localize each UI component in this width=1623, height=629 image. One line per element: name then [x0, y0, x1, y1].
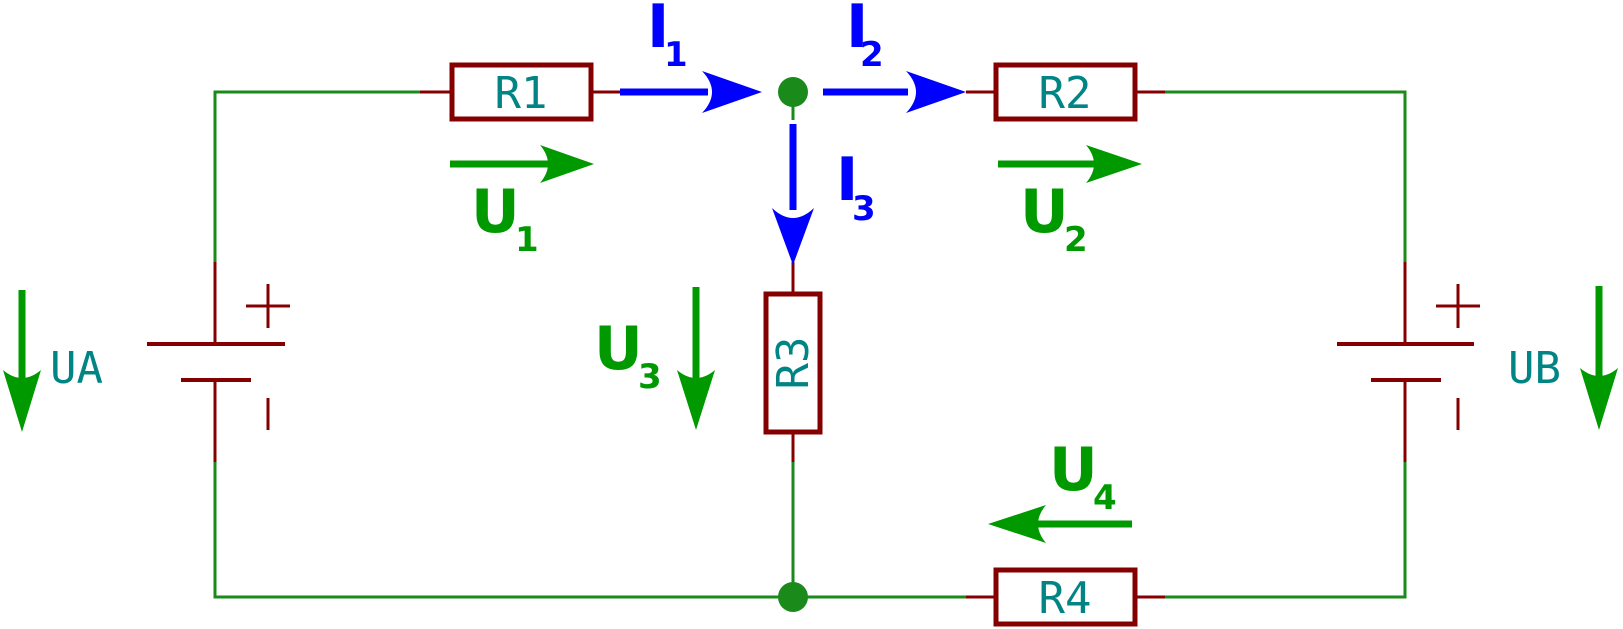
r1-label: R1	[495, 68, 548, 119]
battery-ua	[147, 342, 285, 382]
voltage-arrow-ua	[3, 290, 41, 432]
resistor-r2: R2	[993, 62, 1138, 122]
voltage-arrow-u4	[988, 505, 1132, 543]
r2-label: R2	[1039, 68, 1092, 119]
battery-ub-plus	[1436, 284, 1480, 328]
current-label-i3: I 3	[836, 145, 876, 229]
current-label-i1: I 1	[647, 0, 688, 75]
svg-text:U: U	[594, 314, 643, 384]
svg-text:U: U	[471, 177, 520, 247]
voltage-label-u2: U 2	[1020, 177, 1088, 260]
svg-text:2: 2	[860, 35, 884, 75]
svg-text:1: 1	[664, 35, 688, 75]
svg-text:1: 1	[515, 220, 539, 260]
component-leads	[213, 90, 1407, 599]
resistor-r3: R3	[763, 291, 823, 435]
svg-text:U: U	[1020, 177, 1069, 247]
current-arrow-i3	[772, 124, 814, 265]
wire-bottom-right	[1165, 462, 1407, 599]
svg-text:2: 2	[1064, 220, 1088, 260]
resistor-r4: R4	[993, 567, 1138, 627]
r4-label: R4	[1039, 573, 1092, 624]
voltage-arrow-u1	[450, 145, 594, 183]
voltage-arrow-ub	[1580, 286, 1618, 430]
svg-text:4: 4	[1093, 478, 1117, 518]
ub-label: UB	[1508, 343, 1561, 394]
voltage-label-u3: U 3	[594, 314, 662, 397]
current-arrow-i1	[620, 71, 762, 113]
svg-text:3: 3	[638, 357, 662, 397]
junction-bottom	[778, 582, 808, 612]
junction-top	[778, 77, 808, 107]
current-label-i2: I 2	[846, 0, 884, 75]
resistor-r1: R1	[449, 62, 594, 122]
svg-text:I: I	[647, 0, 669, 62]
svg-text:U: U	[1049, 435, 1098, 505]
wires	[213, 90, 1407, 599]
battery-ua-plus	[246, 284, 290, 328]
battery-ub	[1337, 342, 1474, 382]
svg-text:I: I	[846, 0, 868, 62]
voltage-label-u4: U 4	[1049, 435, 1117, 518]
wire-top-right	[1165, 90, 1407, 262]
voltage-label-u1: U 1	[471, 177, 539, 260]
wire-top-left	[213, 90, 420, 262]
voltage-arrow-u2	[998, 145, 1142, 183]
ua-label: UA	[50, 343, 103, 394]
svg-text:3: 3	[852, 189, 876, 229]
current-arrow-i2	[823, 71, 966, 113]
svg-text:I: I	[836, 145, 858, 215]
wire-bottom-left	[213, 462, 793, 599]
r3-label: R3	[768, 337, 819, 390]
voltage-arrow-u3	[677, 287, 715, 430]
